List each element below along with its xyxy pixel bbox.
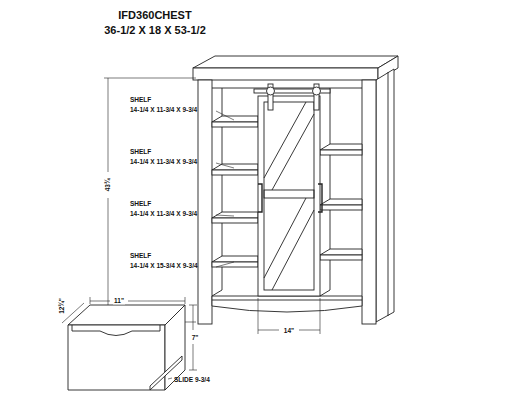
shelf-size: 14-1/4 X 11-3/4 X 9-3/4	[130, 210, 197, 217]
shelf-label: SHELF	[130, 148, 151, 155]
slide-label: SLIDE 9-3/4	[174, 376, 210, 383]
shelf-size: 14-1/4 X 11-3/4 X 9-3/4	[130, 158, 197, 165]
dimensions: 36-1/2 X 18 X 53-1/2	[104, 24, 206, 36]
shelf-label: SHELF	[130, 252, 151, 259]
title: IFD360CHEST	[118, 9, 191, 21]
drawer-height: 7"	[191, 334, 200, 341]
height-dim: 43¾	[104, 178, 111, 193]
shelf-size: 14-1/4 X 15-3/4 X 9-3/4	[130, 262, 198, 269]
shelf-label: SHELF	[130, 200, 151, 207]
drawer-depth: 12¾"	[58, 297, 65, 315]
drawer-width: 11"	[113, 297, 125, 304]
shelf-label: SHELF	[130, 96, 151, 103]
door-width: 14"	[283, 327, 295, 334]
shelf-size: 14-1/4 X 11-3/4 X 9-3/4	[130, 106, 197, 113]
